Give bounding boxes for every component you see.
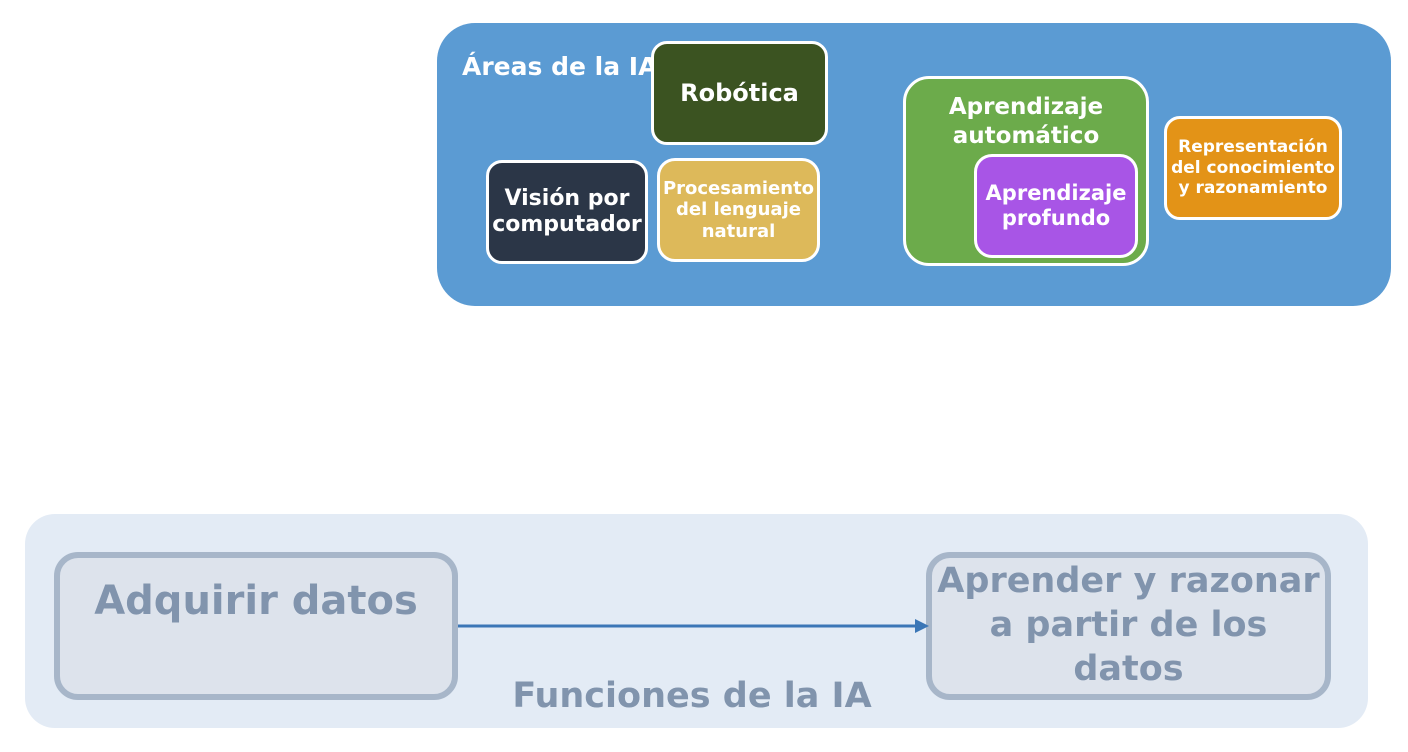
aprendizaje-profundo-label: Aprendizaje profundo [985,180,1127,230]
vision-label: Visión por computador [492,185,642,237]
funciones-title: Funciones de la IA [512,676,872,716]
pln-box: Procesamiento del lenguaje natural [657,158,820,262]
representacion-label: Representación del conocimiento y razona… [1171,137,1335,199]
flow-arrow-head [915,619,929,633]
robotica-label: Robótica [680,78,799,107]
adquirir-datos-box: Adquirir datos [54,552,458,700]
robotica-box: Robótica [651,41,828,145]
aprendizaje-automatico-label: Aprendizaje automático [948,94,1104,149]
pln-label: Procesamiento del lenguaje natural [662,177,815,242]
vision-box: Visión por computador [486,160,648,264]
representacion-box: Representación del conocimiento y razona… [1164,116,1342,220]
aprender-razonar-box: Aprender y razonar a partir de los datos [926,552,1331,700]
adquirir-datos-label: Adquirir datos [94,578,418,624]
aprendizaje-profundo-box: Aprendizaje profundo [974,154,1138,258]
areas-title: Áreas de la IA [462,52,658,81]
aprender-razonar-label: Aprender y razonar a partir de los datos [937,561,1320,689]
funciones-title-row: Funciones de la IA [0,676,1408,716]
